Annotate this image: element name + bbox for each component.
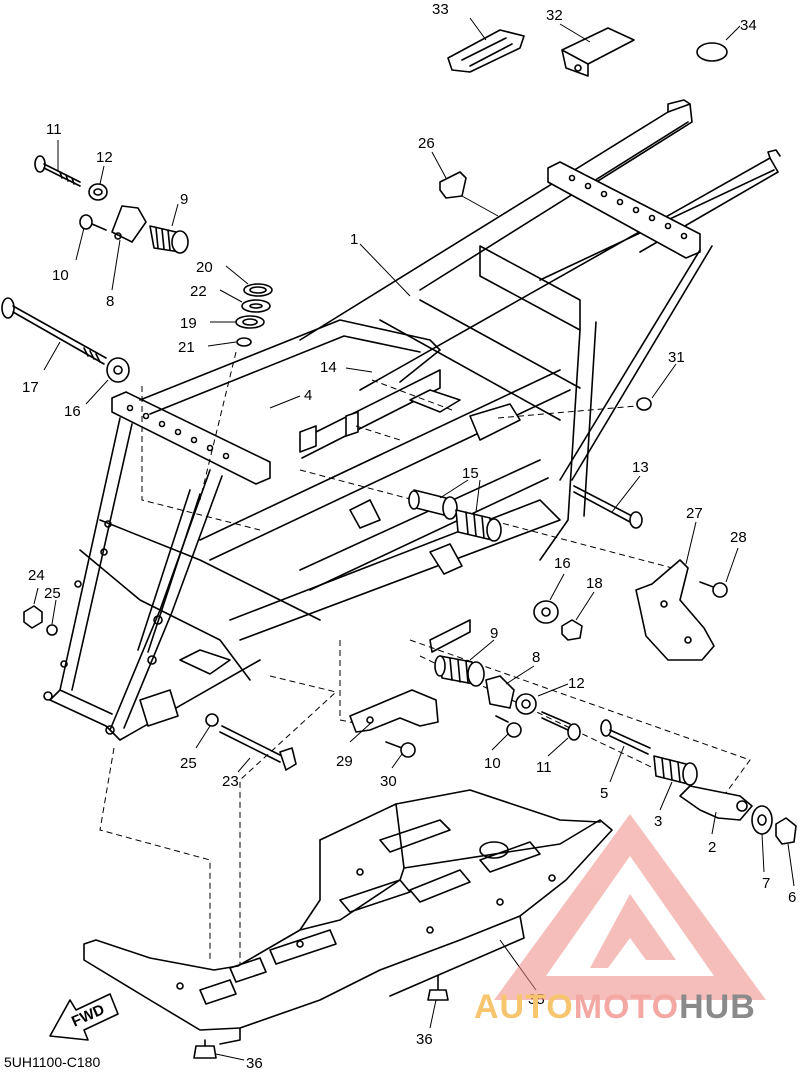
callout-21: 21 [178,339,195,356]
callout-4: 4 [304,387,312,404]
callout-31: 31 [668,349,685,366]
watermark-brand-text: AUTOMOTOHUB [474,988,756,1027]
callout-22: 22 [190,283,207,300]
callout-9: 9 [180,191,188,208]
callout-28: 28 [730,529,747,546]
callout-15: 15 [462,465,479,482]
callout-3: 3 [654,813,662,830]
callout-24: 24 [28,567,45,584]
callout-20: 20 [196,259,213,276]
callout-36: 36 [416,1031,433,1048]
leader-lines [33,17,795,1061]
crossbar-holes [568,174,688,240]
callout-17: 17 [22,379,39,396]
bearing-stack [235,283,273,347]
callout-8: 8 [532,649,540,666]
main-frame [43,99,781,741]
callout-2: 2 [708,839,716,856]
front-bar-holes [126,404,230,460]
callout-12: 12 [568,675,585,692]
callout-30: 30 [380,773,397,790]
callout-14: 14 [320,359,337,376]
callout-7: 7 [762,875,770,892]
callout-16: 16 [64,403,81,420]
callout-12: 12 [96,149,113,166]
callout-1: 1 [350,231,358,248]
bolt-36-upper [427,975,449,1001]
callout-25: 25 [44,585,61,602]
parts-lower-right-mount [600,719,797,845]
diagram-code: 5UH1100-C180 [4,1054,101,1070]
callout-16: 16 [554,555,571,572]
part-34-ring [696,42,728,62]
parts-right-mount [408,397,728,661]
callout-34: 34 [740,17,757,34]
parts-lower-left [23,605,297,771]
callout-11: 11 [536,759,552,776]
part-26-clip [439,171,467,199]
callout-33: 33 [432,1,449,18]
callout-18: 18 [586,575,603,592]
callout-11: 11 [46,121,62,138]
callout-8: 8 [106,293,114,310]
watermark-auto: AUTO [474,988,574,1026]
callout-10: 10 [484,755,501,772]
callout-13: 13 [632,459,649,476]
parts-lower-mid-mount [349,655,581,758]
callout-6: 6 [788,889,796,906]
part-32-plate [561,27,635,77]
callout-25: 25 [180,755,197,772]
callout-9: 9 [490,625,498,642]
parts-upper-left-mount [1,155,189,383]
callout-23: 23 [222,773,239,790]
watermark-moto: MOTO [573,988,680,1026]
callout-29: 29 [336,753,353,770]
skid-plate [83,789,613,1045]
watermark-hub: HUB [679,988,756,1026]
callout-27: 27 [686,505,703,522]
callout-5: 5 [600,785,608,802]
callout-26: 26 [418,135,435,152]
callout-10: 10 [52,267,69,284]
callout-36: 36 [246,1055,263,1072]
watermark-triangle-logo [494,814,766,1000]
bolt-36-lower [193,1039,217,1059]
callout-32: 32 [546,7,563,24]
callout-19: 19 [180,315,197,332]
part-33-bracket [447,29,525,73]
fwd-arrow-icon: FWD [49,993,119,1041]
